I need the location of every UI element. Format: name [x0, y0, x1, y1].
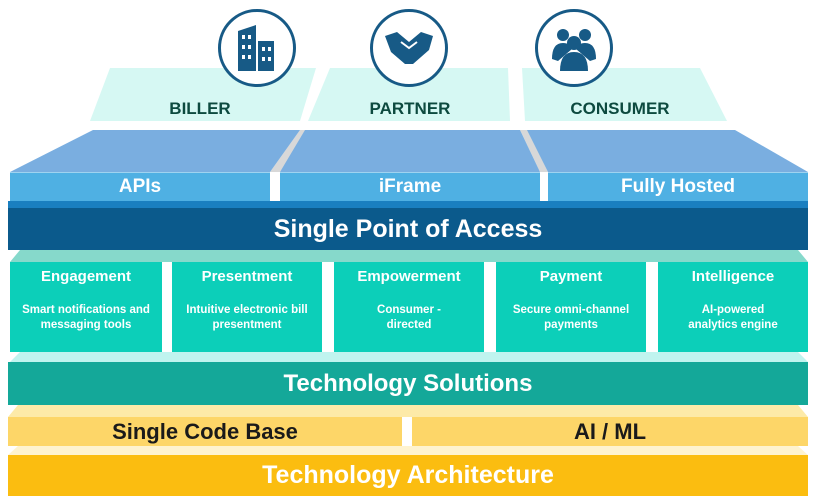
access-apis: APIs [10, 172, 270, 201]
single-point-of-access: Single Point of Access [8, 208, 808, 250]
people-group-icon [535, 9, 613, 87]
hosted-top [527, 130, 808, 172]
pillar-desc: Consumer -directed [377, 304, 441, 331]
access-fully-hosted: Fully Hosted [548, 172, 808, 201]
access-iframe: iFrame [280, 172, 540, 201]
pillar-title: Payment [539, 268, 603, 285]
ai-ml: AI / ML [412, 417, 808, 446]
technology-solutions: Technology Solutions [8, 362, 808, 405]
role-partner: PARTNER [369, 99, 451, 118]
pillar-desc: Secure omni-channel payments [512, 304, 630, 331]
role-biller: BILLER [169, 99, 231, 118]
technology-architecture: Technology Architecture [8, 455, 808, 496]
pillar-title: Presentment [201, 268, 293, 285]
role-consumer: CONSUMER [570, 99, 670, 118]
pillar-title: Intelligence [691, 268, 775, 285]
building-icon [218, 9, 296, 87]
single-code-base: Single Code Base [8, 417, 402, 446]
handshake-icon [370, 9, 448, 87]
pillar-desc: Intuitive electronic bill presentment [186, 304, 308, 331]
pillar-title: Empowerment [357, 268, 461, 285]
pillar-title: Engagement [40, 268, 131, 285]
pillar-desc: AI-powered analytics engine [688, 304, 778, 331]
apis-top [10, 130, 300, 172]
iframe-top [280, 130, 540, 172]
pillar-desc: Smart notifications and messaging tools [22, 304, 150, 331]
partner-platform [308, 68, 510, 121]
